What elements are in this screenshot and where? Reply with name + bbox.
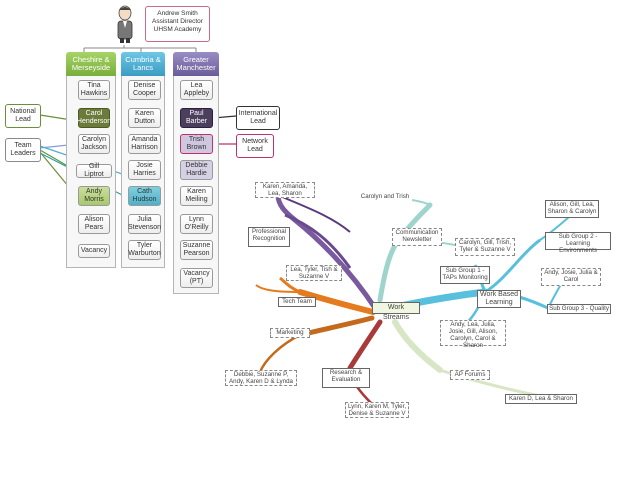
director-role: Assistant Director [152,18,203,25]
node-subgroup-1: Sub Group 1 - TAPs Monitoring [440,266,490,284]
member-josie-harries: Josie Harries [128,160,161,180]
member-gill-liptrot: Gill Liptrot [76,163,112,178]
member-karen-meiling: Karen Meiling [180,186,213,206]
avatar [113,4,137,44]
member-trish-brown: Trish Brown [180,134,213,154]
node-comm-people: Carolyn, Gill, Trish, Tyler & Suzanne V [455,238,515,256]
member-tyler-warburton: Tyler Warburton [128,240,161,260]
member-alison-pears: Alison Pears [78,214,110,234]
international-lead-label: International Lead [236,106,280,130]
node-communication: Communication Newsletter [392,228,442,246]
member-karen-dutton: Karen Dutton [128,108,161,128]
member-cath-hudson: Cath Hudson [128,186,161,206]
node-ap-forums: AP Forums [450,370,490,380]
node-tech-people: Lea, Tyler, Tish & Suzanne V [286,265,342,281]
node-research-people: Lynn, Karen M, Tyler, Denise & Suzanne V [345,402,409,418]
node-work-based-learning: Work Based Learning [477,290,521,308]
member-paul-barber: Paul Barber [180,108,213,128]
node-subgroup-people-1: Alison, Gill, Lea, Sharon & Carolyn [545,200,599,218]
member-lea-appleby: Lea Appleby [180,80,213,100]
director-name: Andrew Smith [157,10,198,17]
member-carol-henderson: Carol Henderson [77,108,111,128]
node-wbl-people: Andy, Lea, Julia, Josie, Gill, Alison, C… [440,320,506,349]
person-avatar-icon [117,5,133,43]
member-tina-hawkins: Tina Hawkins [78,80,110,100]
national-lead-label: National Lead [5,104,41,128]
node-research-evaluation: Research & Evaluation [322,368,370,388]
member-lynn-oreilly: Lynn O'Reilly [180,214,213,234]
member-amanda-harrison: Amanda Harrison [128,134,161,154]
node-professional-recognition: Professional Recognition [248,227,290,247]
director-box: Andrew Smith Assistant Director UHSM Aca… [145,6,210,42]
network-lead-label: Network Lead [236,134,274,158]
node-carolyn-trish: Carolyn and Trish [358,193,412,202]
member-julia-stevenson: Julia Stevenson [128,214,161,234]
node-ap-people: Karen D, Lea & Sharon [505,394,577,404]
column-header-cumbria: Cumbria & Lancs [121,52,165,76]
member-vacancy-1: Vacancy [78,244,110,258]
team-leaders-label: Team Leaders [5,138,41,162]
member-vacancy-pt: Vacancy (PT) [180,268,213,288]
column-header-greater-manchester: Greater Manchester [173,52,219,76]
node-subgroup-2: Sub Group 2 - Learning Environments [545,232,611,254]
member-carolyn-jackson: Carolyn Jackson [78,134,110,154]
member-denise-cooper: Denise Cooper [128,80,161,100]
node-recognition-people: Karen, Amanda, Lea, Sharon [255,182,315,198]
node-subgroup-3: Sub Group 3 - Quality [547,304,611,314]
node-tech-team: Tech Team [278,297,316,307]
member-suzanne-pearson: Suzanne Pearson [180,240,213,260]
node-marketing-people: Debbie, Suzanne P, Andy, Karen D & Lynda [225,370,297,386]
node-marketing: Marketing [270,328,310,338]
node-subgroup-people-3: Andy, Josie, Julia & Carol [541,268,601,286]
member-andy-morris: Andy Morris [78,186,110,206]
column-header-cheshire: Cheshire & Merseyside [66,52,116,76]
mindmap-center: Work Streams [372,302,420,321]
director-org: UHSM Academy [153,26,202,33]
member-debbie-hardie: Debbie Hardie [180,160,213,180]
